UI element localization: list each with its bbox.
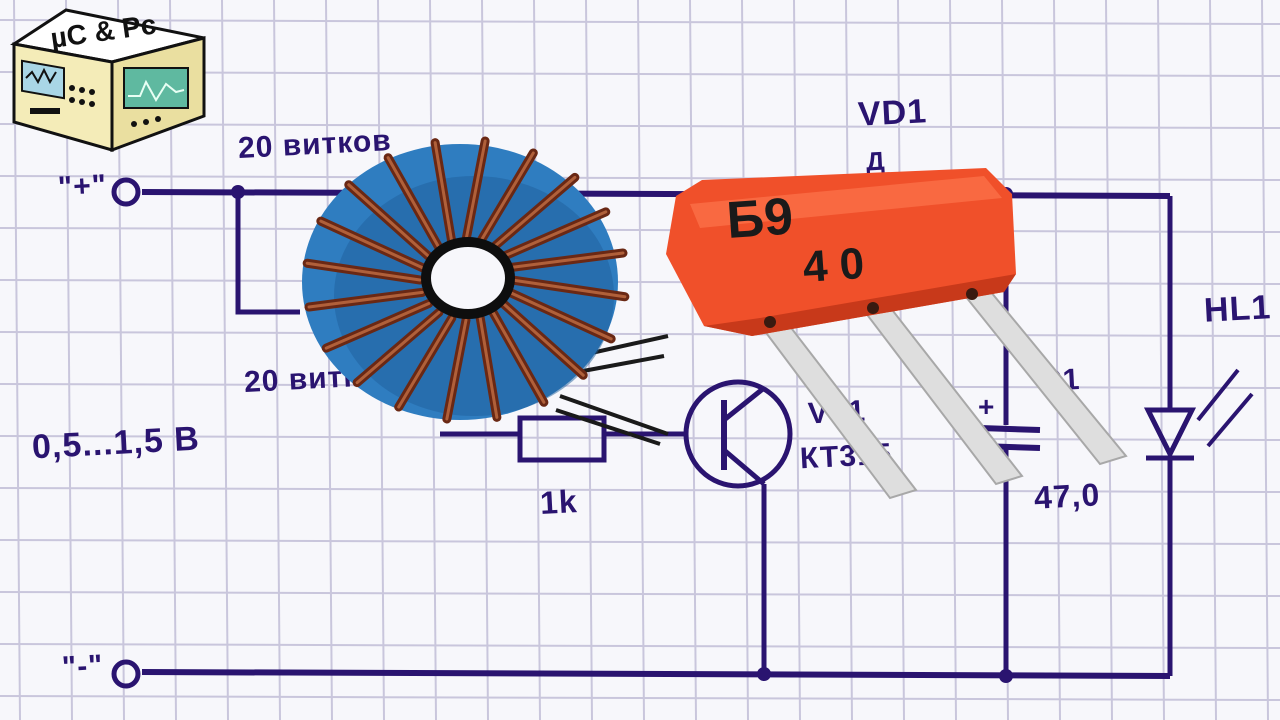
winding-highlight: [491, 310, 546, 404]
winding-highlight: [510, 278, 627, 299]
winding-highlight: [464, 139, 487, 242]
grid-line: [1261, 0, 1269, 720]
winding-highlight: [501, 210, 608, 258]
kt315-transistor: Б9 4 0: [666, 168, 1128, 500]
transistor-marking-line2: 4 0: [801, 239, 865, 292]
grid-line: [1105, 0, 1113, 720]
grid-line: [221, 0, 229, 720]
grid-line: [1209, 0, 1217, 720]
transistor-collector: [722, 386, 766, 422]
logo-wave-left: [25, 67, 57, 85]
grid-line: [845, 0, 853, 720]
winding-highlight: [307, 290, 424, 309]
grid-line: [0, 539, 1280, 545]
winding-highlight: [347, 183, 431, 258]
led-arrow-1: [1196, 368, 1240, 422]
logo-wave-right: [128, 79, 185, 102]
grid-line: [0, 487, 1280, 493]
toroid-lead: [559, 394, 669, 436]
winding-highlight: [355, 310, 441, 385]
junction-dot: [757, 667, 771, 681]
led-symbol: [1143, 407, 1197, 460]
grid-line: [1157, 0, 1165, 720]
transistor-symbol: [683, 379, 793, 489]
grid-line: [689, 0, 697, 720]
grid-line: [0, 19, 1280, 25]
grid-line: [0, 123, 1280, 129]
grid-line: [1053, 0, 1061, 720]
winding-highlight: [508, 290, 613, 341]
led-arrow-2: [1206, 392, 1254, 448]
winding-highlight: [478, 151, 535, 244]
grid-line: [325, 0, 333, 720]
grid-line: [0, 279, 1280, 285]
grid-line: [273, 0, 281, 720]
winding-highlight: [491, 175, 577, 250]
toroid-hole: [426, 242, 510, 314]
winding-highlight: [478, 316, 499, 419]
bottom-rail: [141, 669, 1171, 679]
winding-highlight: [501, 302, 585, 377]
toroid-hole-rim: [421, 237, 515, 319]
logo-screen-left: [21, 59, 65, 100]
winding-highlight: [305, 261, 422, 282]
lead-hole: [966, 288, 978, 300]
transistor-body-highlight: [690, 176, 1002, 228]
winding-highlight: [397, 316, 454, 409]
junction-dot: [231, 185, 245, 199]
winding-highlight: [445, 318, 468, 421]
logo-screen-right: [123, 67, 189, 109]
grid-line: [949, 0, 957, 720]
cap-plate-1: [979, 425, 1041, 433]
grid-line: [0, 695, 1280, 701]
transistor-marking-line1: Б9: [725, 187, 795, 249]
toroid-windings: [302, 136, 630, 424]
grid-line: [741, 0, 749, 720]
grid-line: [0, 71, 1280, 77]
winding-highlight: [319, 219, 424, 270]
cap-plus-sign: +: [978, 391, 994, 422]
winding-highlight: [508, 251, 625, 270]
minus-terminal: [111, 659, 141, 689]
resistor-symbol: [517, 415, 607, 463]
logo-knobs: [30, 85, 161, 127]
winding-highlight: [324, 302, 431, 350]
toroid-inductor: [302, 136, 630, 424]
plus-terminal: [111, 177, 141, 207]
transistor-emitter: [722, 448, 766, 486]
grid-line: [0, 591, 1280, 597]
grid-line: [0, 227, 1280, 233]
transistor-bevel: [704, 274, 1016, 336]
toroid-lead: [555, 408, 661, 446]
coil-loop: [235, 192, 300, 315]
winding-highlight: [433, 141, 454, 244]
junction-dot: [999, 669, 1013, 683]
grid-line: [0, 175, 1280, 181]
grid-line: [0, 643, 1280, 649]
lead-hole: [867, 302, 879, 314]
lead-hole: [764, 316, 776, 328]
grid-line: [0, 331, 1280, 337]
logo: µC & Pc: [10, 8, 206, 153]
winding-highlight: [386, 156, 441, 250]
